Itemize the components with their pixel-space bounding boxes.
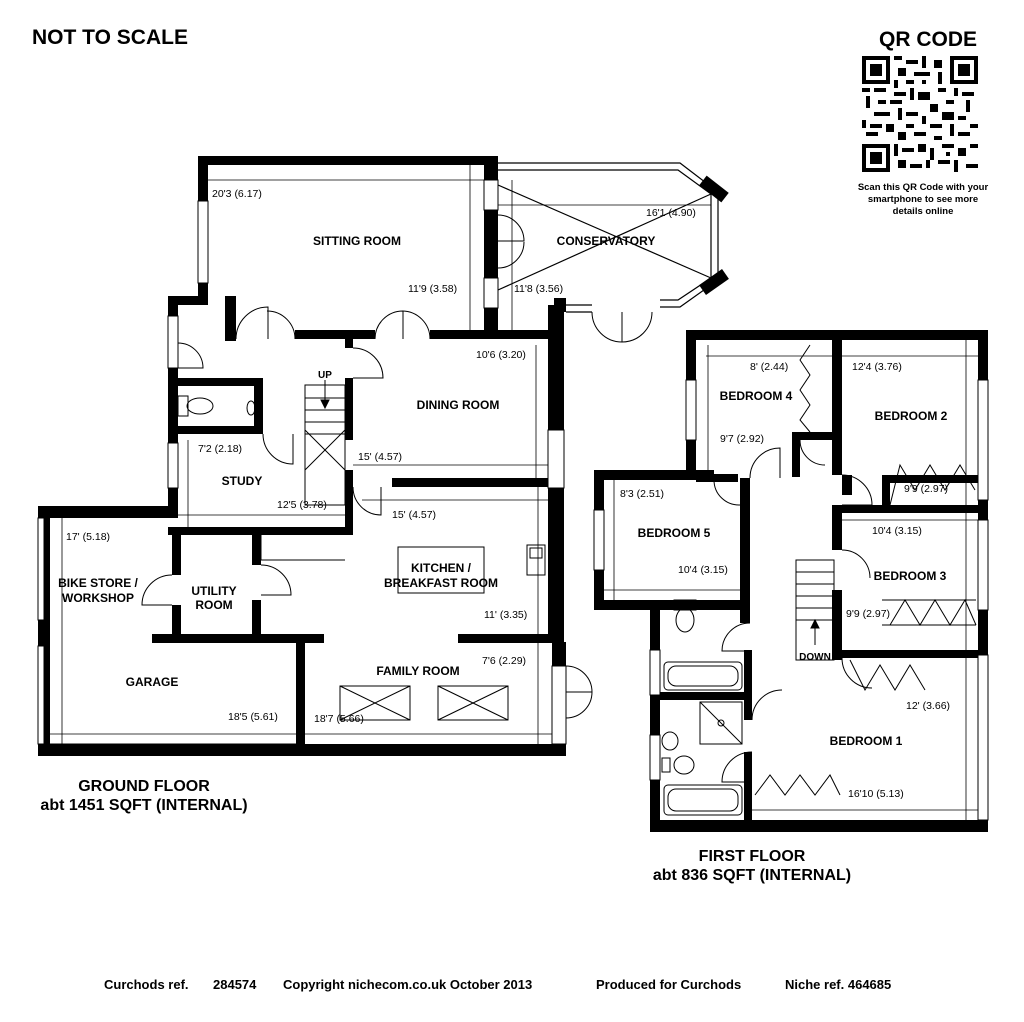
ground-floor-area: abt 1451 SQFT (INTERNAL): [40, 797, 247, 814]
dim-sitting-depth: 11'9 (3.58): [408, 283, 457, 295]
footer-produced-for: Produced for Curchods: [596, 977, 742, 992]
dim-dining-depth: 10'6 (3.20): [476, 349, 526, 361]
bathroom-fixtures: [661, 599, 743, 816]
conservatory-label: CONSERVATORY: [557, 234, 656, 248]
ground-stairs: [304, 380, 346, 506]
ground-floor-walls: [38, 156, 566, 756]
bike-store-label-1: BIKE STORE /: [58, 576, 138, 590]
bike-store-label-2: WORKSHOP: [62, 591, 134, 605]
kitchen-label-1: KITCHEN /: [411, 561, 472, 575]
dim-study-width: 12'5 (3.78): [277, 499, 327, 511]
bedroom-4-label: BEDROOM 4: [720, 389, 793, 403]
dim-bike-depth: 17' (5.18): [66, 531, 110, 543]
first-floor-windows: [593, 379, 989, 821]
bedroom-3-label: BEDROOM 3: [874, 569, 947, 583]
utility-room-label-2: ROOM: [195, 598, 232, 612]
dining-room-label: DINING ROOM: [417, 398, 500, 412]
dimension-labels: 20'3 (6.17) 11'9 (3.58) 16'1 (4.90) 11'8…: [66, 188, 950, 800]
garage-label: GARAGE: [126, 675, 179, 689]
sitting-room-label: SITTING ROOM: [313, 234, 401, 248]
utility-room-label-1: UTILITY: [191, 584, 236, 598]
dim-bed4-depth: 9'7 (2.92): [720, 433, 764, 445]
ground-floor-doors: [50, 214, 653, 745]
dim-sitting-width: 20'3 (6.17): [212, 188, 262, 200]
up-label: UP: [318, 370, 332, 381]
conservatory-glazing: [497, 162, 719, 313]
dim-dining-width: 15' (4.57): [358, 451, 402, 463]
scale-note: NOT TO SCALE: [32, 26, 188, 49]
dim-bed3-width: 10'4 (3.15): [872, 525, 922, 537]
qr-code[interactable]: [862, 56, 978, 172]
footer-niche-ref: Niche ref. 464685: [785, 977, 892, 992]
first-floor-walls: [594, 330, 988, 832]
dim-study-depth: 7'2 (2.18): [198, 443, 242, 455]
dim-bed4-width: 8' (2.44): [750, 361, 788, 373]
dim-kitchen-width: 15' (4.57): [392, 509, 436, 521]
qr-title: QR CODE: [879, 28, 978, 51]
dim-bed5-depth: 8'3 (2.51): [620, 488, 664, 500]
dim-family-width: 18'7 (5.66): [314, 713, 364, 725]
ground-floor-label: GROUND FLOOR: [78, 778, 210, 795]
first-floor-label: FIRST FLOOR: [699, 848, 806, 865]
dim-bed1-depth: 12' (3.66): [906, 700, 950, 712]
dim-bed3-depth: 9'9 (2.97): [846, 608, 890, 620]
footer-ref-label: Curchods ref.: [104, 977, 189, 992]
first-stairs: [795, 559, 835, 661]
down-label: DOWN: [799, 652, 831, 663]
ground-dimension-lines: [50, 165, 711, 744]
dim-kitchen-depth: 11' (3.35): [484, 609, 527, 621]
dim-bed5-width: 10'4 (3.15): [678, 564, 728, 576]
bedroom-5-label: BEDROOM 5: [638, 526, 711, 540]
dim-conservatory-depth: 11'8 (3.56): [514, 283, 563, 295]
dim-family-depth: 7'6 (2.29): [482, 655, 526, 667]
room-labels: SITTING ROOM CONSERVATORY DINING ROOM ST…: [58, 234, 948, 748]
dim-conservatory-width: 16'1 (4.90): [646, 207, 696, 219]
footer-copyright: Copyright nichecom.co.uk October 2013: [283, 977, 533, 992]
family-room-label: FAMILY ROOM: [376, 664, 459, 678]
study-label: STUDY: [222, 474, 263, 488]
footer-ref-value: 284574: [213, 977, 257, 992]
dim-bed2-width: 12'4 (3.76): [852, 361, 902, 373]
ground-fixtures: [177, 395, 546, 721]
kitchen-label-2: BREAKFAST ROOM: [384, 576, 498, 590]
first-floor-wardrobes: [754, 344, 977, 796]
first-floor-area: abt 836 SQFT (INTERNAL): [653, 867, 851, 884]
dim-bed1-width: 16'10 (5.13): [848, 788, 904, 800]
bedroom-1-label: BEDROOM 1: [830, 734, 903, 748]
dim-bed2-depth: 9'9 (2.97): [904, 483, 948, 495]
qr-caption: Scan this QR Code with your smartphone t…: [857, 182, 989, 217]
ground-floor-windows: [37, 200, 567, 745]
dim-garage-width: 18'5 (5.61): [228, 711, 278, 723]
bedroom-2-label: BEDROOM 2: [875, 409, 948, 423]
first-dimension-lines: [604, 340, 978, 820]
